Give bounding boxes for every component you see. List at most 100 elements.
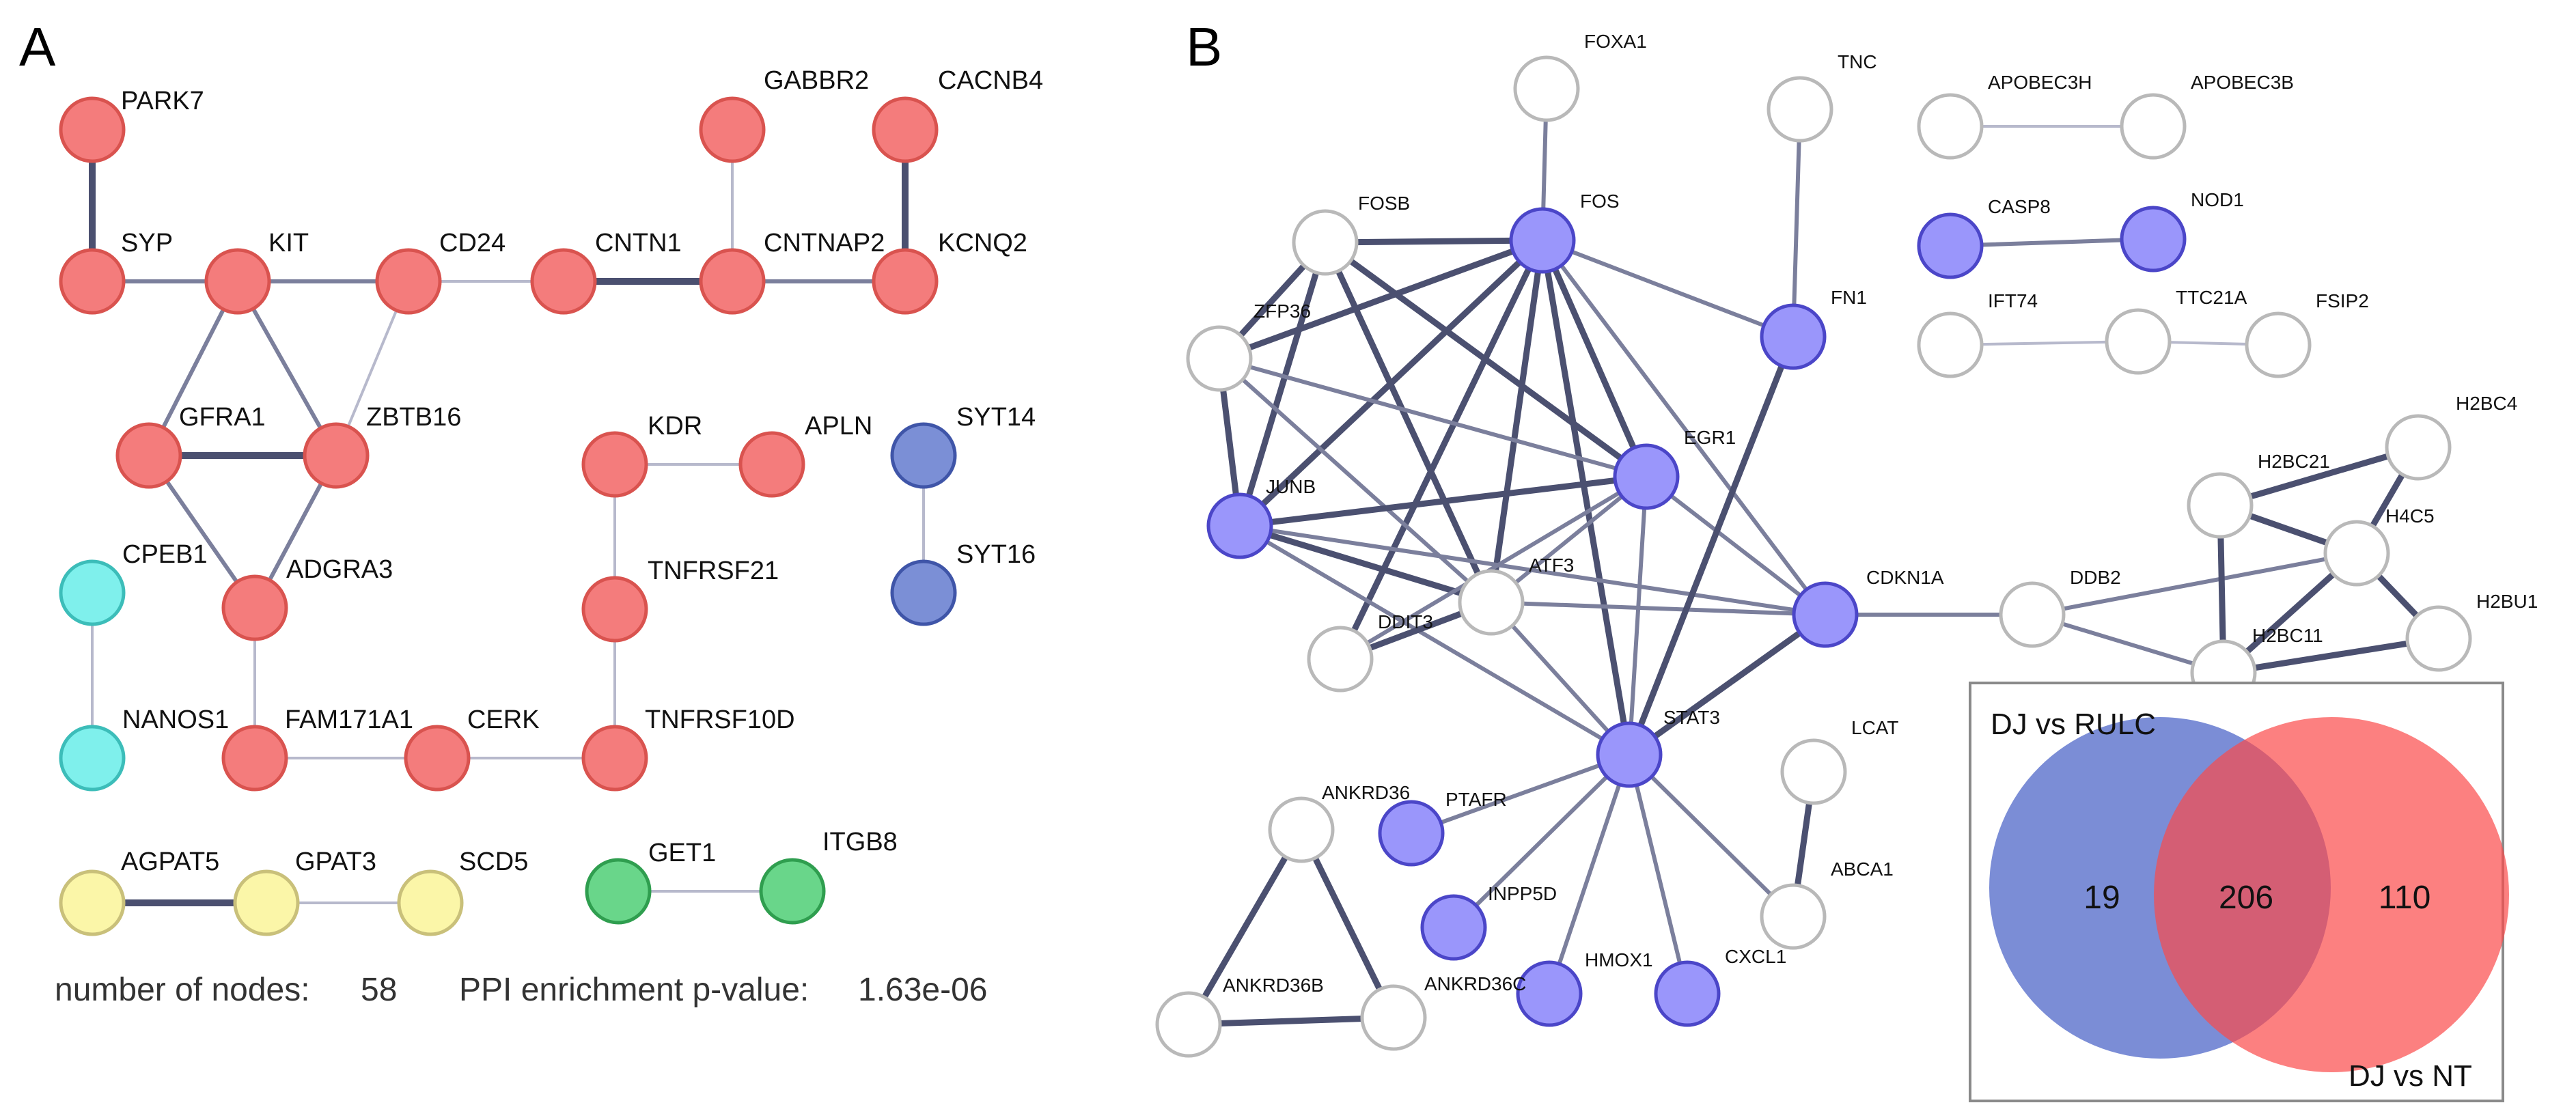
a-node-circle-tnfrsf21: [581, 576, 648, 643]
a-node-label-syt16: SYT16: [956, 540, 1036, 569]
a-node-label-cpeb1: CPEB1: [122, 540, 208, 569]
b-node-circle-zfp36: [1186, 325, 1253, 392]
b-node-ankrd36b: ANKRD36B: [1155, 975, 1324, 1058]
a-node-circle-syt16: [890, 559, 957, 626]
b-edge-stat3-abca1: [1627, 753, 1795, 919]
panel-b-label: B: [1186, 16, 1222, 77]
a-node-circle-cd24: [375, 248, 442, 315]
b-edge-fos-cdkn1a: [1540, 238, 1827, 617]
b-node-label-ift74: IFT74: [1988, 290, 2038, 311]
b-node-circle-foxa1: [1513, 55, 1580, 122]
a-node-syp: SYP: [59, 229, 173, 315]
b-node-label-nod1: NOD1: [2191, 189, 2244, 210]
a-node-label-park7: PARK7: [121, 87, 204, 115]
b-node-ttc21a: TTC21A: [2105, 287, 2247, 375]
b-node-circle-egr1: [1613, 443, 1680, 510]
a-node-label-adgra3: ADGRA3: [286, 555, 393, 584]
b-edge-stat3-cdkn1a: [1626, 611, 1829, 758]
a-node-zbtb16: ZBTB16: [303, 403, 461, 489]
a-node-label-agpat5: AGPAT5: [121, 848, 219, 876]
a-node-circle-zbtb16: [303, 422, 370, 489]
b-edge-junb-egr1: [1236, 473, 1650, 529]
a-node-label-tnfrsf10d: TNFRSF10D: [645, 705, 795, 734]
a-node-label-kit: KIT: [268, 229, 309, 257]
b-node-circle-abca1: [1760, 883, 1827, 950]
b-node-h2bu1: H2BU1: [2405, 591, 2538, 672]
b-node-circle-fosb: [1292, 209, 1359, 276]
a-node-kdr: KDR: [581, 412, 702, 498]
b-edge-fos-junb: [1236, 237, 1546, 529]
panel-a-label: A: [19, 16, 56, 77]
b-node-junb: JUNB: [1206, 476, 1316, 559]
ppi-pvalue-value: 1.63e-06: [858, 972, 988, 1008]
a-node-circle-cacnb4: [872, 96, 939, 163]
a-node-circle-get1: [585, 858, 652, 925]
b-node-label-h2bc21: H2BC21: [2258, 451, 2330, 472]
b-edge-fos-zfp36: [1216, 237, 1546, 362]
b-node-label-fos: FOS: [1580, 191, 1620, 212]
a-node-cacnb4: CACNB4: [872, 66, 1043, 163]
a-node-label-itgb8: ITGB8: [822, 828, 898, 856]
b-node-h4c5: H4C5: [2323, 505, 2435, 587]
a-node-cntn1: CNTN1: [530, 229, 682, 315]
a-node-label-cntnap2: CNTNAP2: [764, 229, 885, 257]
b-edge-fn1-stat3: [1626, 333, 1797, 758]
b-node-label-fosb: FOSB: [1358, 193, 1410, 214]
b-edge-fos-stat3: [1539, 237, 1633, 758]
b-node-ankrd36c: ANKRD36C: [1360, 973, 1526, 1051]
b-node-h2bc21: H2BC21: [2187, 451, 2330, 539]
a-node-label-zbtb16: ZBTB16: [366, 403, 461, 432]
a-node-circle-syt14: [890, 422, 957, 489]
b-edge-fosb-fos: [1322, 237, 1546, 246]
a-node-circle-fam171a1: [221, 725, 288, 792]
b-node-fos: FOS: [1509, 191, 1620, 274]
b-node-label-casp8: CASP8: [1988, 196, 2051, 217]
a-node-label-gfra1: GFRA1: [179, 403, 266, 432]
b-node-label-stat3: STAT3: [1663, 707, 1720, 728]
b-edge-atf3-cdkn1a: [1489, 600, 1827, 617]
b-node-label-ttc21a: TTC21A: [2176, 287, 2247, 308]
a-node-label-kdr: KDR: [648, 412, 702, 441]
b-node-circle-lcat: [1780, 738, 1847, 805]
a-node-label-gabbr2: GABBR2: [764, 66, 869, 95]
venn-left-label: DJ vs RULC: [1991, 708, 2156, 741]
b-node-cdkn1a: CDKN1A: [1792, 567, 1944, 648]
b-node-label-ankrd36b: ANKRD36B: [1223, 975, 1324, 996]
b-node-label-cxcl1: CXCL1: [1725, 946, 1786, 967]
nodes-count-label: number of nodes:: [55, 972, 310, 1008]
a-node-label-syp: SYP: [121, 229, 173, 257]
a-node-park7: PARK7: [59, 87, 204, 163]
b-node-label-h2bu1: H2BU1: [2476, 591, 2538, 612]
b-edge-zfp36-atf3: [1217, 357, 1493, 604]
a-node-cpeb1: CPEB1: [59, 540, 208, 626]
b-node-apobec3h: APOBEC3H: [1917, 72, 2092, 160]
a-node-circle-cerk: [404, 725, 471, 792]
a-node-itgb8: ITGB8: [759, 828, 898, 925]
a-node-syt16: SYT16: [890, 540, 1036, 626]
b-node-label-egr1: EGR1: [1684, 427, 1736, 448]
b-node-lcat: LCAT: [1780, 717, 1899, 805]
b-node-label-cdkn1a: CDKN1A: [1866, 567, 1944, 588]
b-node-label-ptafr: PTAFR: [1445, 789, 1507, 810]
a-node-circle-cpeb1: [59, 559, 126, 626]
b-node-h2bc4: H2BC4: [2385, 393, 2517, 481]
a-node-syt14: SYT14: [890, 403, 1036, 489]
b-node-ankrd36: ANKRD36: [1268, 782, 1410, 863]
b-edge-atf3-stat3: [1489, 600, 1631, 757]
b-node-circle-hmox1: [1516, 960, 1583, 1027]
b-node-cxcl1: CXCL1: [1654, 946, 1786, 1027]
a-node-circle-cntnap2: [699, 248, 766, 315]
b-edge-ankrd36-ankrd36b: [1185, 826, 1305, 1028]
a-node-cerk: CERK: [404, 705, 540, 792]
a-node-circle-agpat5: [59, 869, 126, 936]
b-node-label-ankrd36c: ANKRD36C: [1424, 973, 1526, 994]
venn-right-only-count: 110: [2379, 880, 2431, 916]
b-edge-ddb2-h2bc11: [2030, 613, 2226, 675]
a-node-label-cd24: CD24: [439, 229, 505, 257]
b-node-circle-atf3: [1458, 569, 1525, 636]
b-edge-fos-ddit3: [1337, 237, 1546, 662]
b-node-label-junb: JUNB: [1266, 476, 1316, 497]
a-node-cntnap2: CNTNAP2: [699, 229, 885, 315]
